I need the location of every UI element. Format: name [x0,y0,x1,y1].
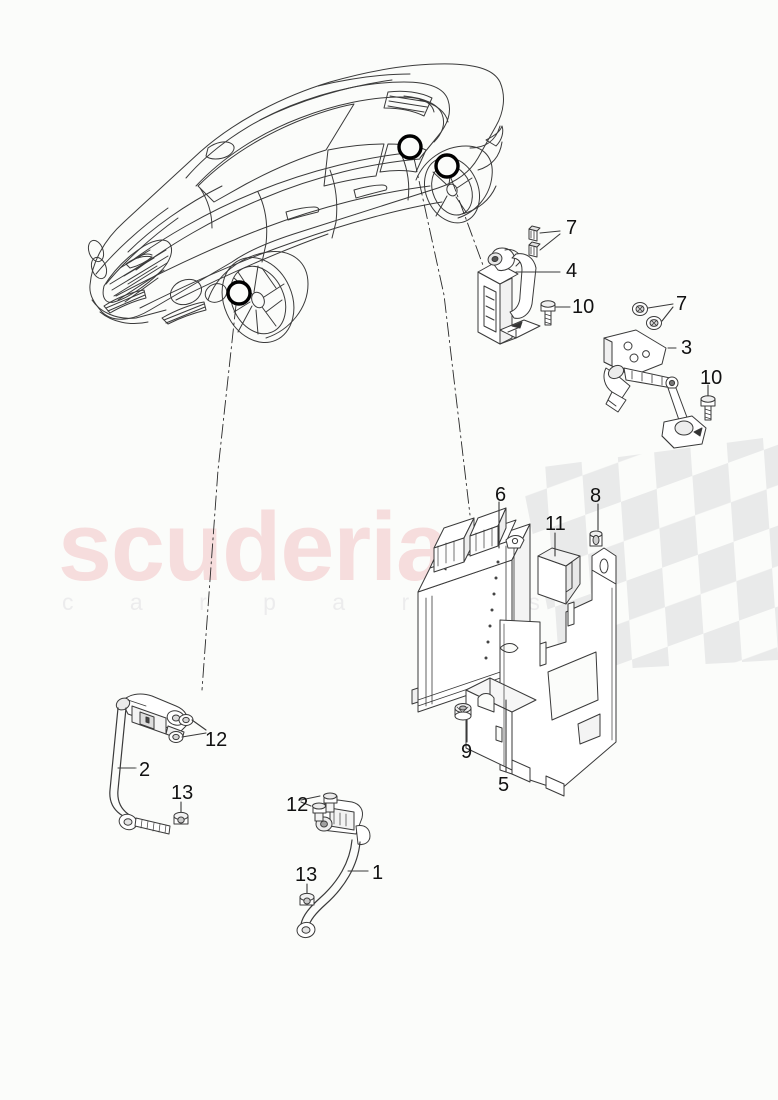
leader-12-left [181,719,207,738]
callout-11: 11 [545,513,566,535]
callout-4: 4 [566,260,578,282]
watermark-brand-text: scuderia [58,492,451,601]
callout-6: 6 [495,484,507,506]
callout-13-left: 13 [171,782,194,804]
callout-12-left: 12 [205,729,228,751]
vehicle-illustration [87,63,504,344]
marker-front-wheel [226,280,252,306]
callout-7-top: 7 [566,217,578,239]
part-10-bolt-right [700,395,716,421]
vehicle-location-markers [226,134,460,306]
callout-1: 1 [372,862,384,884]
part-13-lock-nut-right [299,892,315,906]
part-11-rubber-spacer-block [537,547,581,605]
part-4-level-sensor-assembly [477,247,541,345]
leader-7-top [539,230,561,251]
callout-12-right: 12 [286,794,309,816]
part-7-retaining-clips-top [528,225,541,258]
callout-7-right: 7 [676,293,688,315]
callout-5: 5 [498,774,510,796]
part-9-flange-nut [454,703,472,721]
callout-8: 8 [590,485,602,507]
marker-rear-door [397,134,423,160]
part-12-screws-right [312,792,338,822]
part-7-nuts-right [632,302,662,330]
leader-7-right [647,303,674,322]
part-3-level-sensor-bracket [603,329,707,449]
callout-10-left: 10 [572,296,595,318]
callout-13-right: 13 [295,864,318,886]
location-leader-lines [201,157,485,691]
marker-rear-wheel [434,153,460,179]
part-10-bolt-left [540,300,556,326]
part-5-control-unit-bracket [465,547,617,797]
callout-10-right: 10 [700,367,723,389]
part-12-screws-left [168,714,194,743]
part-8-washer [589,530,603,547]
callout-3: 3 [681,337,693,359]
part-2-sensor-link-rod-left [109,693,189,835]
part-13-lock-nut-left [173,811,189,825]
callout-2: 2 [139,759,151,781]
leader-12-right [300,795,321,807]
callout-9: 9 [461,741,473,763]
